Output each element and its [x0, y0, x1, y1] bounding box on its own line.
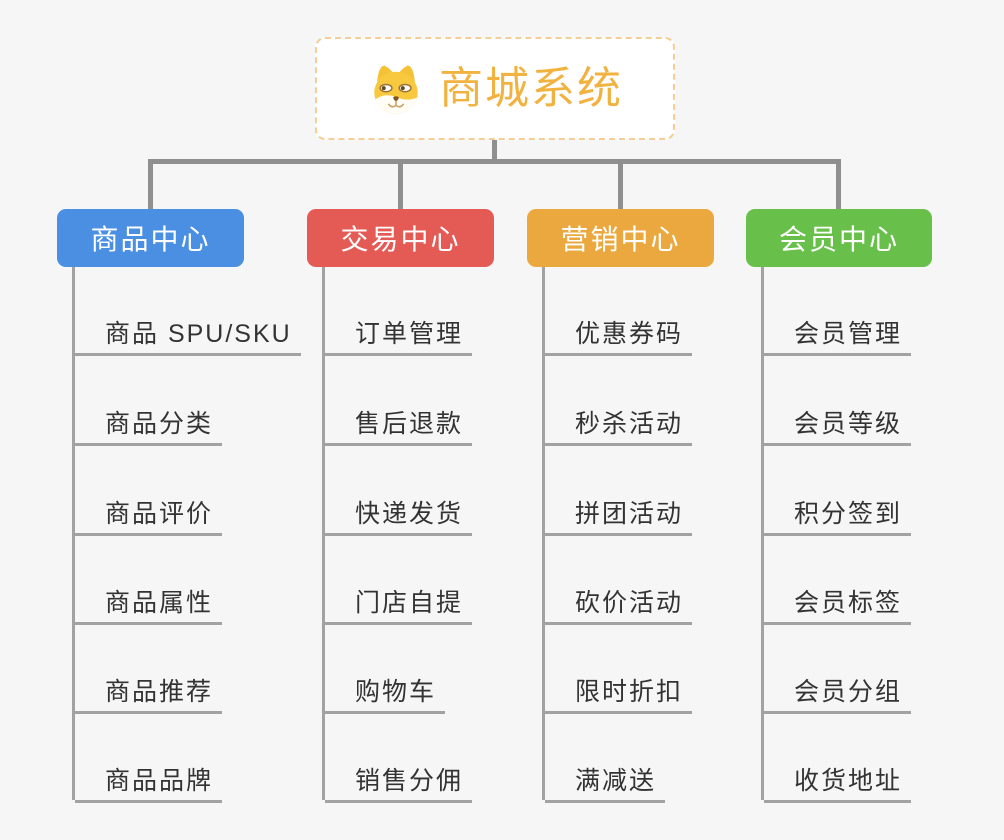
- root-connector-stem: [492, 140, 497, 162]
- leaf-label: 砍价活动: [575, 589, 684, 617]
- leaf-node[interactable]: 商品分类: [75, 409, 223, 446]
- root-title: 商城系统: [439, 63, 623, 113]
- branch-children-column-marketing: 优惠券码 秒杀活动 拼团活动 砍价活动 限时折扣 满减送: [542, 267, 785, 803]
- leaf-node[interactable]: 满减送: [545, 766, 666, 803]
- leaf-node[interactable]: 秒杀活动: [545, 409, 693, 446]
- leaf-label: 优惠券码: [575, 320, 684, 348]
- leaf-node[interactable]: 商品属性: [75, 588, 223, 625]
- leaf-label: 订单管理: [355, 320, 464, 348]
- leaf-label: 会员分组: [794, 678, 903, 706]
- leaf-node[interactable]: 购物车: [325, 677, 446, 714]
- leaf-node[interactable]: 优惠券码: [545, 319, 693, 356]
- branch-connector-drop: [618, 159, 623, 210]
- leaf-label: 限时折扣: [575, 678, 684, 706]
- leaf-node[interactable]: 砍价活动: [545, 588, 693, 625]
- branch-label: 营销中心: [560, 224, 681, 255]
- leaf-label: 商品评价: [105, 500, 214, 528]
- leaf-label: 满减送: [575, 767, 657, 795]
- leaf-node[interactable]: 门店自提: [325, 588, 473, 625]
- leaf-label: 拼团活动: [575, 500, 684, 528]
- leaf-node[interactable]: 商品推荐: [75, 677, 223, 714]
- leaf-label: 售后退款: [355, 410, 464, 438]
- leaf-node[interactable]: 拼团活动: [545, 499, 693, 536]
- branch-label: 会员中心: [778, 224, 899, 255]
- branch-connector-drop: [398, 159, 403, 210]
- branch-label: 交易中心: [340, 224, 461, 255]
- branch-node-marketing-center[interactable]: 营销中心: [527, 209, 714, 267]
- leaf-node[interactable]: 会员标签: [764, 588, 912, 625]
- leaf-label: 会员管理: [794, 320, 903, 348]
- branch-connector-drop: [836, 159, 841, 210]
- branch-children-column-trade: 订单管理 售后退款 快递发货 门店自提 购物车 销售分佣: [322, 267, 565, 803]
- leaf-label: 会员标签: [794, 589, 903, 617]
- branch-connector-drop: [148, 159, 153, 210]
- leaf-node[interactable]: 收货地址: [764, 766, 912, 803]
- branch-node-member-center[interactable]: 会员中心: [746, 209, 932, 267]
- branch-label: 商品中心: [90, 224, 211, 255]
- shiba-dog-icon: [374, 64, 418, 113]
- leaf-label: 购物车: [355, 678, 437, 706]
- leaf-node[interactable]: 会员分组: [764, 677, 912, 714]
- leaf-node[interactable]: 快递发货: [325, 499, 473, 536]
- leaf-node[interactable]: 限时折扣: [545, 677, 693, 714]
- leaf-label: 商品分类: [105, 410, 214, 438]
- leaf-node[interactable]: 订单管理: [325, 319, 473, 356]
- leaf-node[interactable]: 会员等级: [764, 409, 912, 446]
- leaf-node[interactable]: 积分签到: [764, 499, 912, 536]
- leaf-node[interactable]: 商品品牌: [75, 766, 223, 803]
- leaf-label: 秒杀活动: [575, 410, 684, 438]
- leaf-node[interactable]: 会员管理: [764, 319, 912, 356]
- leaf-label: 商品品牌: [105, 767, 214, 795]
- branch-node-trade-center[interactable]: 交易中心: [307, 209, 494, 267]
- leaf-node[interactable]: 销售分佣: [325, 766, 473, 803]
- leaf-label: 收货地址: [794, 767, 903, 795]
- leaf-node[interactable]: 商品 SPU/SKU: [75, 319, 301, 356]
- leaf-label: 快递发货: [355, 500, 464, 528]
- branch-children-column-member: 会员管理 会员等级 积分签到 会员标签 会员分组 收货地址: [761, 267, 1004, 803]
- leaf-node[interactable]: 售后退款: [325, 409, 473, 446]
- root-node[interactable]: 商城系统: [315, 37, 675, 140]
- branch-connector-bar: [148, 159, 841, 164]
- leaf-node[interactable]: 商品评价: [75, 499, 223, 536]
- leaf-label: 商品推荐: [105, 678, 214, 706]
- leaf-label: 会员等级: [794, 410, 903, 438]
- leaf-label: 门店自提: [355, 589, 464, 617]
- leaf-label: 积分签到: [794, 500, 903, 528]
- branch-children-column-product: 商品 SPU/SKU 商品分类 商品评价 商品属性 商品推荐 商品品牌: [72, 267, 315, 803]
- leaf-label: 商品 SPU/SKU: [105, 320, 292, 348]
- leaf-label: 商品属性: [105, 589, 214, 617]
- branch-node-product-center[interactable]: 商品中心: [57, 209, 244, 267]
- leaf-label: 销售分佣: [355, 767, 464, 795]
